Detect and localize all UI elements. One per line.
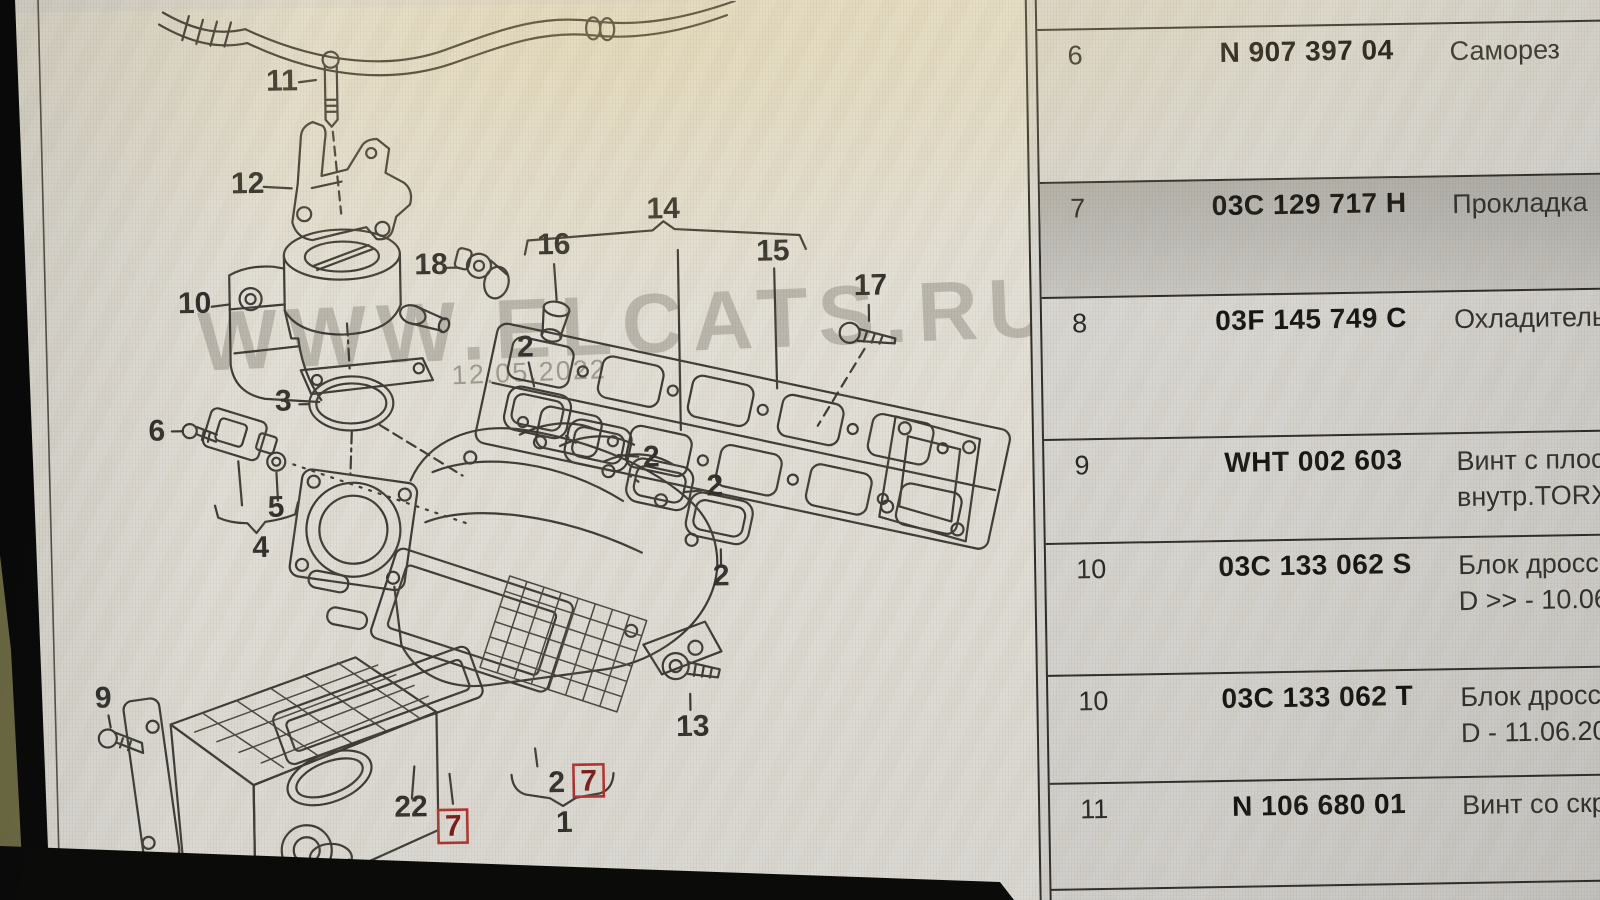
part-number[interactable]: N 907 397 04	[1219, 34, 1394, 68]
callout-2e[interactable]: 2	[548, 766, 565, 799]
callout-16[interactable]: 16	[537, 228, 571, 262]
table-row[interactable]: 8 03F 145 749 C Охладитель	[1041, 286, 1600, 439]
map-sensor-group	[181, 407, 300, 535]
manifold-flange	[474, 322, 1012, 550]
sensor-16	[540, 300, 571, 343]
part-number[interactable]: WHT 002 603	[1224, 444, 1403, 478]
table-row[interactable]: 9 WHT 002 603 Винт с плоск внутр.TORX	[1044, 428, 1600, 543]
callout-17[interactable]: 17	[853, 269, 887, 303]
bolt-11	[321, 50, 343, 215]
part-desc: Винт с плоск внутр.TORX	[1456, 436, 1600, 515]
callout-8[interactable]: 8	[342, 871, 359, 900]
parts-table: 6 N 907 397 04 Саморез 7 03C 129 717 H П…	[1024, 0, 1600, 900]
callout-4[interactable]: 4	[252, 531, 270, 564]
callout-2b[interactable]: 2	[643, 440, 660, 473]
cooler-gasket-22	[272, 645, 484, 766]
pos-number: 10	[1078, 685, 1109, 717]
callout-13[interactable]: 13	[676, 710, 710, 744]
part-number[interactable]: N 106 680 01	[1231, 788, 1407, 822]
valve-18	[453, 247, 510, 300]
part-desc-line2: D >> - 10.06	[1458, 583, 1600, 617]
callout-7-left[interactable]: 7	[445, 810, 462, 843]
selected-callout-box-7-right	[572, 762, 606, 799]
pos-number: 9	[1074, 450, 1090, 481]
part-desc: Саморез	[1449, 34, 1561, 67]
part-desc: Винт со скр.ци	[1461, 787, 1600, 821]
callout-3[interactable]: 3	[275, 384, 292, 417]
pos-number: 10	[1075, 553, 1107, 585]
callout-2d[interactable]: 2	[713, 559, 730, 592]
pos-number: 11	[1079, 793, 1109, 825]
callout-5[interactable]: 5	[267, 491, 284, 524]
part-number[interactable]: 03C 145 7	[1156, 893, 1486, 900]
part-number[interactable]: 03F 145 749 C	[1214, 301, 1408, 337]
leader-lines	[170, 78, 871, 879]
parts-diagram-panel: WWW.ELCATS.RU 12.05.2022	[0, 0, 1060, 900]
callout-11[interactable]: 11	[266, 64, 298, 98]
part-number[interactable]: 03C 133 062 S	[1218, 547, 1413, 583]
part-desc-line2: D - 11.06.201	[1460, 715, 1600, 749]
pos-number: 6	[1067, 40, 1083, 71]
bolt-9	[97, 714, 145, 755]
pos-number: 7	[1069, 193, 1086, 224]
callout-14[interactable]: 14	[646, 192, 680, 226]
part-desc: Прокладка	[1451, 186, 1588, 220]
callout-2c[interactable]: 2	[706, 469, 723, 502]
part-number[interactable]: 03C 129 717 H	[1211, 186, 1407, 222]
callout-2a[interactable]: 2	[517, 330, 534, 363]
part-desc: Блок дроссел D >> - 10.06	[1458, 540, 1600, 619]
part-desc-line1: Блок дроссель	[1460, 679, 1600, 713]
table-row[interactable]: 6 N 907 397 04 Саморез	[1037, 18, 1600, 182]
table-row[interactable]: 11 N 106 680 01 Винт со скр.ци	[1049, 772, 1600, 889]
intake-manifold	[288, 422, 723, 713]
callout-1[interactable]: 1	[556, 806, 573, 839]
callout-22[interactable]: 22	[394, 790, 428, 824]
support-bracket-12	[291, 120, 413, 242]
part-number[interactable]: 03C 133 062 T	[1221, 679, 1414, 715]
charge-air-cooler	[122, 656, 440, 877]
gasket-ring-3	[308, 375, 395, 432]
port-seals-2	[502, 385, 754, 546]
bolt-13	[661, 651, 721, 711]
callout-10[interactable]: 10	[178, 287, 212, 321]
throttle-body	[228, 228, 451, 404]
callout-7-right[interactable]: 7	[580, 764, 597, 797]
selected-callout-box-7-left	[436, 808, 469, 845]
callout-12[interactable]: 12	[231, 167, 265, 201]
watermark: WWW.ELCATS.RU 12.05.2022	[196, 259, 1060, 390]
callout-9[interactable]: 9	[95, 681, 112, 714]
end-flange	[878, 415, 982, 543]
watermark-date: 12.05.2022	[451, 354, 607, 390]
exploded-parts-diagram: WWW.ELCATS.RU 12.05.2022	[95, 0, 1060, 900]
table-row-selected[interactable]: 7 03C 129 717 H Прокладка	[1039, 171, 1600, 297]
table-row[interactable]: 10 03C 133 062 T Блок дроссель D - 11.06…	[1047, 664, 1600, 783]
callout-18[interactable]: 18	[414, 248, 448, 282]
callout-15[interactable]: 15	[756, 234, 790, 268]
table-row[interactable]: 10 03C 133 062 S Блок дроссел D >> - 10.…	[1045, 532, 1600, 675]
pos-number: 8	[1071, 308, 1088, 339]
callout-6[interactable]: 6	[148, 415, 165, 448]
hose-assembly	[157, 0, 736, 77]
part-desc: Охладитель	[1453, 301, 1600, 335]
bolt-17	[838, 321, 897, 345]
part-desc-line1: Винт с плоск	[1456, 443, 1600, 477]
part-desc: Блок дроссель D - 11.06.201	[1460, 672, 1600, 751]
part-desc-line1: Блок дроссел	[1457, 547, 1600, 581]
part-desc-line2: внутр.TORX	[1456, 479, 1600, 513]
